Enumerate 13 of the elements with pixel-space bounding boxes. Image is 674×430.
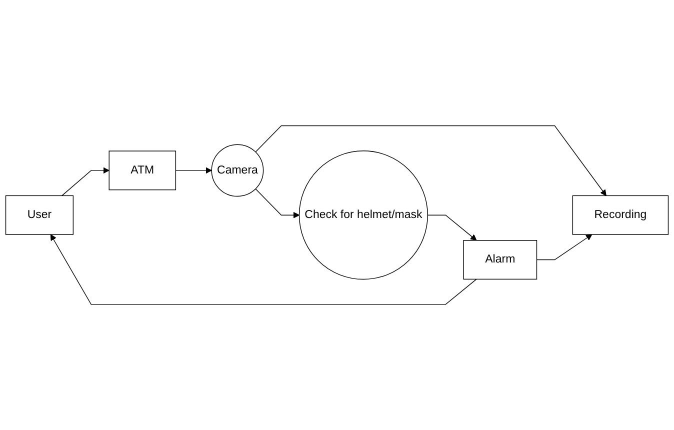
node-box: ATM (108, 150, 176, 190)
node-box: Recording (572, 195, 669, 235)
arrow (536, 234, 592, 260)
node-box: User (5, 195, 74, 235)
arrow (62, 167, 110, 196)
arrow (255, 188, 300, 218)
node-box: Alarm (463, 240, 538, 280)
arrow (255, 125, 606, 196)
arrow (175, 167, 212, 174)
arrow (50, 234, 477, 305)
node-circle: Camera (211, 144, 264, 197)
arrow (427, 214, 477, 241)
node-circle: Check for helmet/mask (298, 150, 428, 280)
